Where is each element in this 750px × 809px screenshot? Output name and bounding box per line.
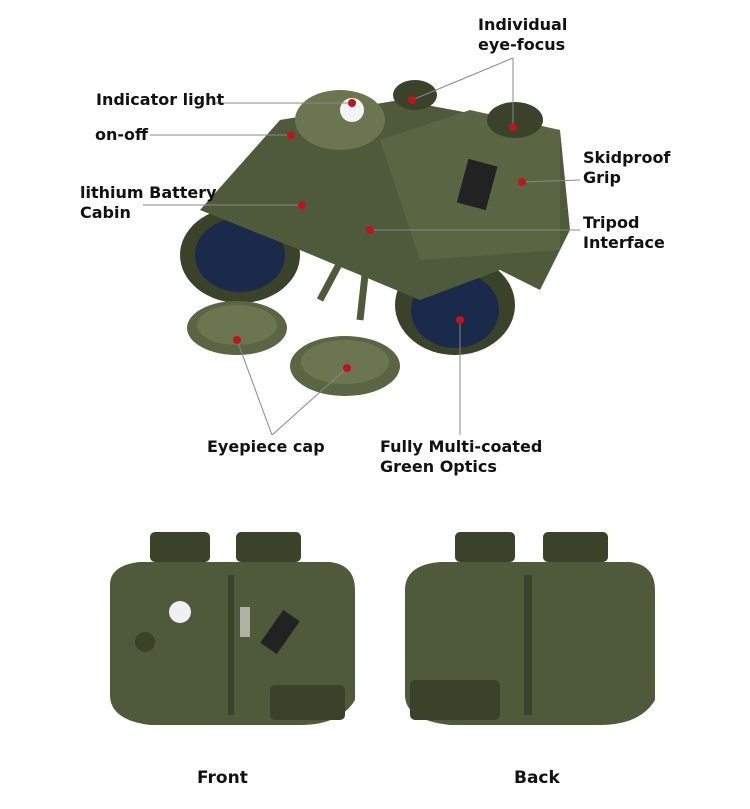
back-caption: Back — [514, 768, 560, 788]
back-view-image — [405, 532, 655, 725]
skidproof-grip-label-line1: Skidproof — [583, 148, 671, 167]
indicator-light-label: Indicator light — [96, 90, 225, 109]
optics-label-line1: Fully Multi-coated — [380, 437, 543, 456]
battery-cabin-label-line1: lithium Battery — [80, 183, 217, 202]
front-view-image — [110, 532, 355, 725]
battery-cabin-label-line2: Cabin — [80, 203, 131, 222]
eye-focus-label-line1: Individual — [478, 15, 568, 34]
tripod-interface-label-line2: Interface — [583, 233, 665, 252]
optics-label-line2: Green Optics — [380, 457, 497, 476]
tripod-interface-label-line1: Tripod — [583, 213, 640, 232]
callout-lines — [143, 57, 581, 436]
on-off-label: on-off — [95, 125, 148, 144]
front-caption: Front — [197, 768, 248, 788]
main-binocular-image — [180, 80, 570, 396]
eye-focus-label-line2: eye-focus — [478, 35, 566, 54]
callout-dots — [233, 96, 526, 372]
skidproof-grip-label-line2: Grip — [583, 168, 621, 187]
eyepiece-cap-label: Eyepiece cap — [207, 437, 325, 456]
